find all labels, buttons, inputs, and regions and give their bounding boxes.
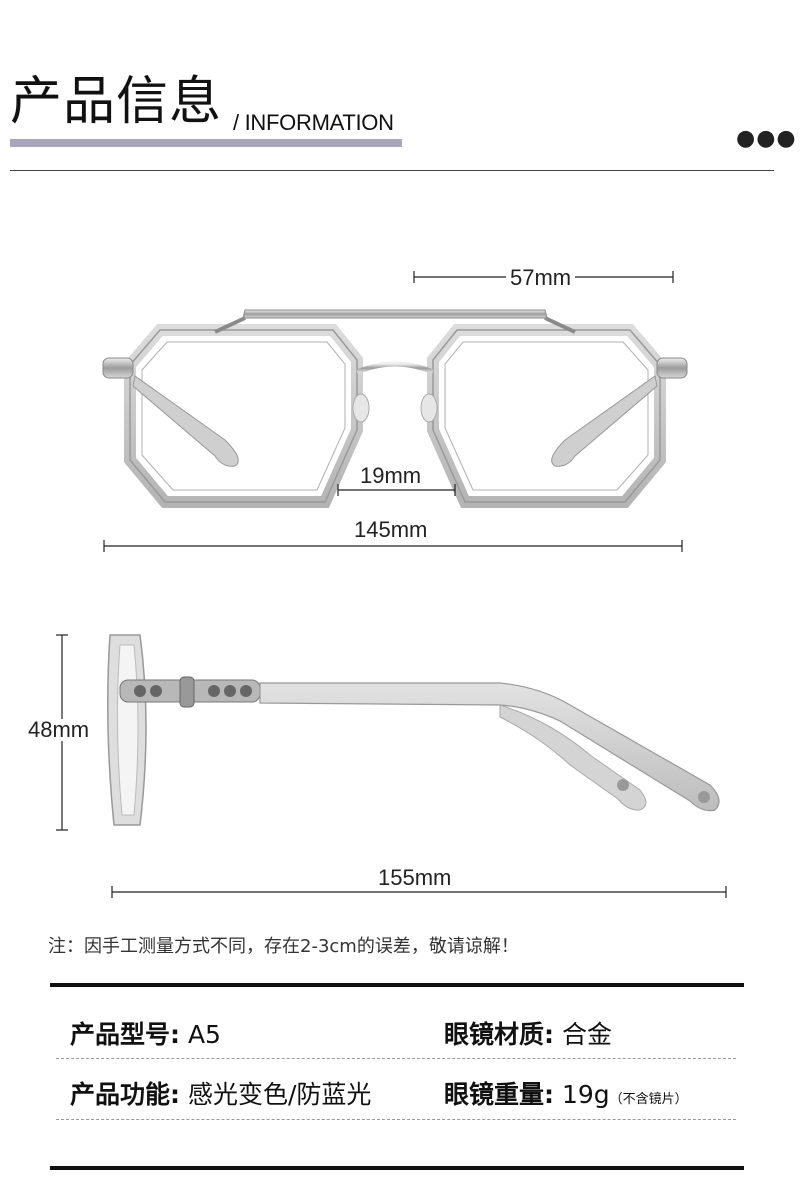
spec-weight-value: 19g [561, 1080, 610, 1109]
page-title: 产品信息 [10, 72, 223, 132]
spec-table-top-rule [50, 983, 744, 987]
spec-function-value: 感光变色/防蓝光 [187, 1080, 372, 1109]
title-underline [10, 139, 402, 147]
glasses-front-illustration [102, 309, 688, 508]
spec-table-bottom-rule [50, 1166, 744, 1170]
spec-material: 眼镜材质: 合金 [444, 1022, 612, 1047]
spec-weight: 眼镜重量: 19g（不含镜片） [444, 1082, 688, 1107]
header-divider [10, 170, 774, 171]
spec-row-divider [56, 1119, 736, 1120]
spec-model-label: 产品型号: [70, 1020, 180, 1049]
spec-function: 产品功能: 感光变色/防蓝光 [70, 1082, 371, 1107]
page-subtitle: / INFORMATION [233, 110, 394, 135]
spec-model: 产品型号: A5 [70, 1022, 221, 1047]
spec-weight-note: （不含镜片） [609, 1092, 688, 1107]
temple-length-label: 155mm [374, 867, 456, 889]
lens-height-label: 48mm [24, 719, 94, 741]
spec-model-value: A5 [187, 1020, 221, 1049]
glasses-side-illustration [107, 634, 720, 826]
spec-material-value: 合金 [561, 1020, 612, 1049]
spec-material-label: 眼镜材质: [444, 1020, 554, 1049]
spec-function-label: 产品功能: [70, 1080, 180, 1109]
spec-weight-label: 眼镜重量: [444, 1080, 554, 1109]
spec-row-divider [56, 1058, 736, 1059]
measurement-note: 注：因手工测量方式不同，存在2-3cm的误差，敬请谅解！ [48, 936, 519, 957]
dimension-lines-side [56, 634, 727, 898]
more-dots-icon: ●●● [736, 126, 797, 151]
frame-width-label: 145mm [350, 519, 432, 541]
bridge-width-label: 19mm [356, 465, 426, 487]
lens-width-label: 57mm [506, 267, 576, 289]
